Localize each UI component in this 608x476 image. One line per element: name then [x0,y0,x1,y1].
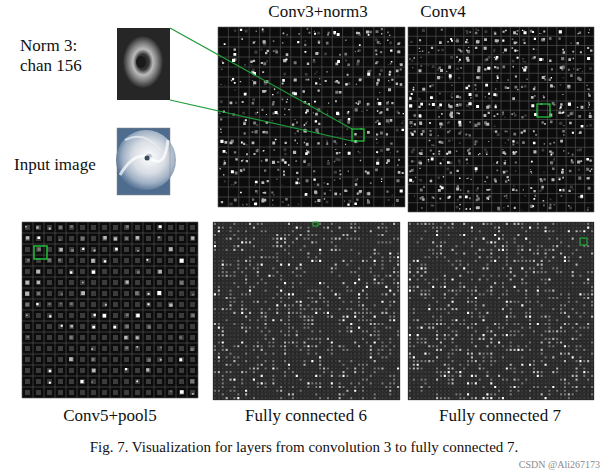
highlight-box [313,222,318,226]
activation-spots [214,223,399,399]
feature-grid [408,222,594,400]
channel-label: Norm 3: chan 156 [20,36,104,77]
panels [22,27,594,400]
activation-spots [409,227,589,400]
activation-spots [25,226,194,395]
panel-background [22,222,198,398]
zoom-background [117,28,170,100]
activation-spots [25,225,195,395]
activation-spots [409,223,593,399]
highlight-box [34,246,47,259]
panel-background [213,222,400,400]
panel-background [408,27,594,212]
activation-spots [409,29,592,209]
feature-grid [213,222,400,400]
figure-caption: Fig. 7. Visualization for layers from co… [90,438,519,456]
activation-spots [36,225,183,394]
layer-title: Fully connected 6 [245,406,367,426]
activation-spots [409,29,591,211]
image-label: Input image [14,155,96,175]
activation-spots [409,30,590,210]
activation-spots [214,226,399,399]
layer-title: Conv5+pool5 [63,406,157,426]
zoom-activation [123,36,163,88]
leader-line [170,100,352,141]
hurricane [116,130,176,190]
activation-spots [409,223,593,399]
highlight-box [537,104,550,117]
highlight-box [580,238,587,245]
hurricane-eye [145,156,150,161]
cloud-band [120,140,168,175]
highlight-box [352,129,364,141]
cloud-band [125,137,160,150]
feature-grid [408,27,594,212]
panel-background [408,222,594,400]
feature-grid [22,222,198,398]
activation-spots [409,223,593,399]
watermark: CSDN @Ali267173 [519,459,600,471]
leader-line [170,28,352,129]
activation-spots [214,223,399,399]
photo-border [117,128,170,195]
activation-spots [410,28,592,210]
activation-spots [214,223,399,399]
layer-title: Fully connected 7 [439,406,561,426]
layer-title: Conv3+norm3 [268,2,367,22]
layer-title: Conv4 [420,2,465,22]
zoom-hole [136,56,146,68]
